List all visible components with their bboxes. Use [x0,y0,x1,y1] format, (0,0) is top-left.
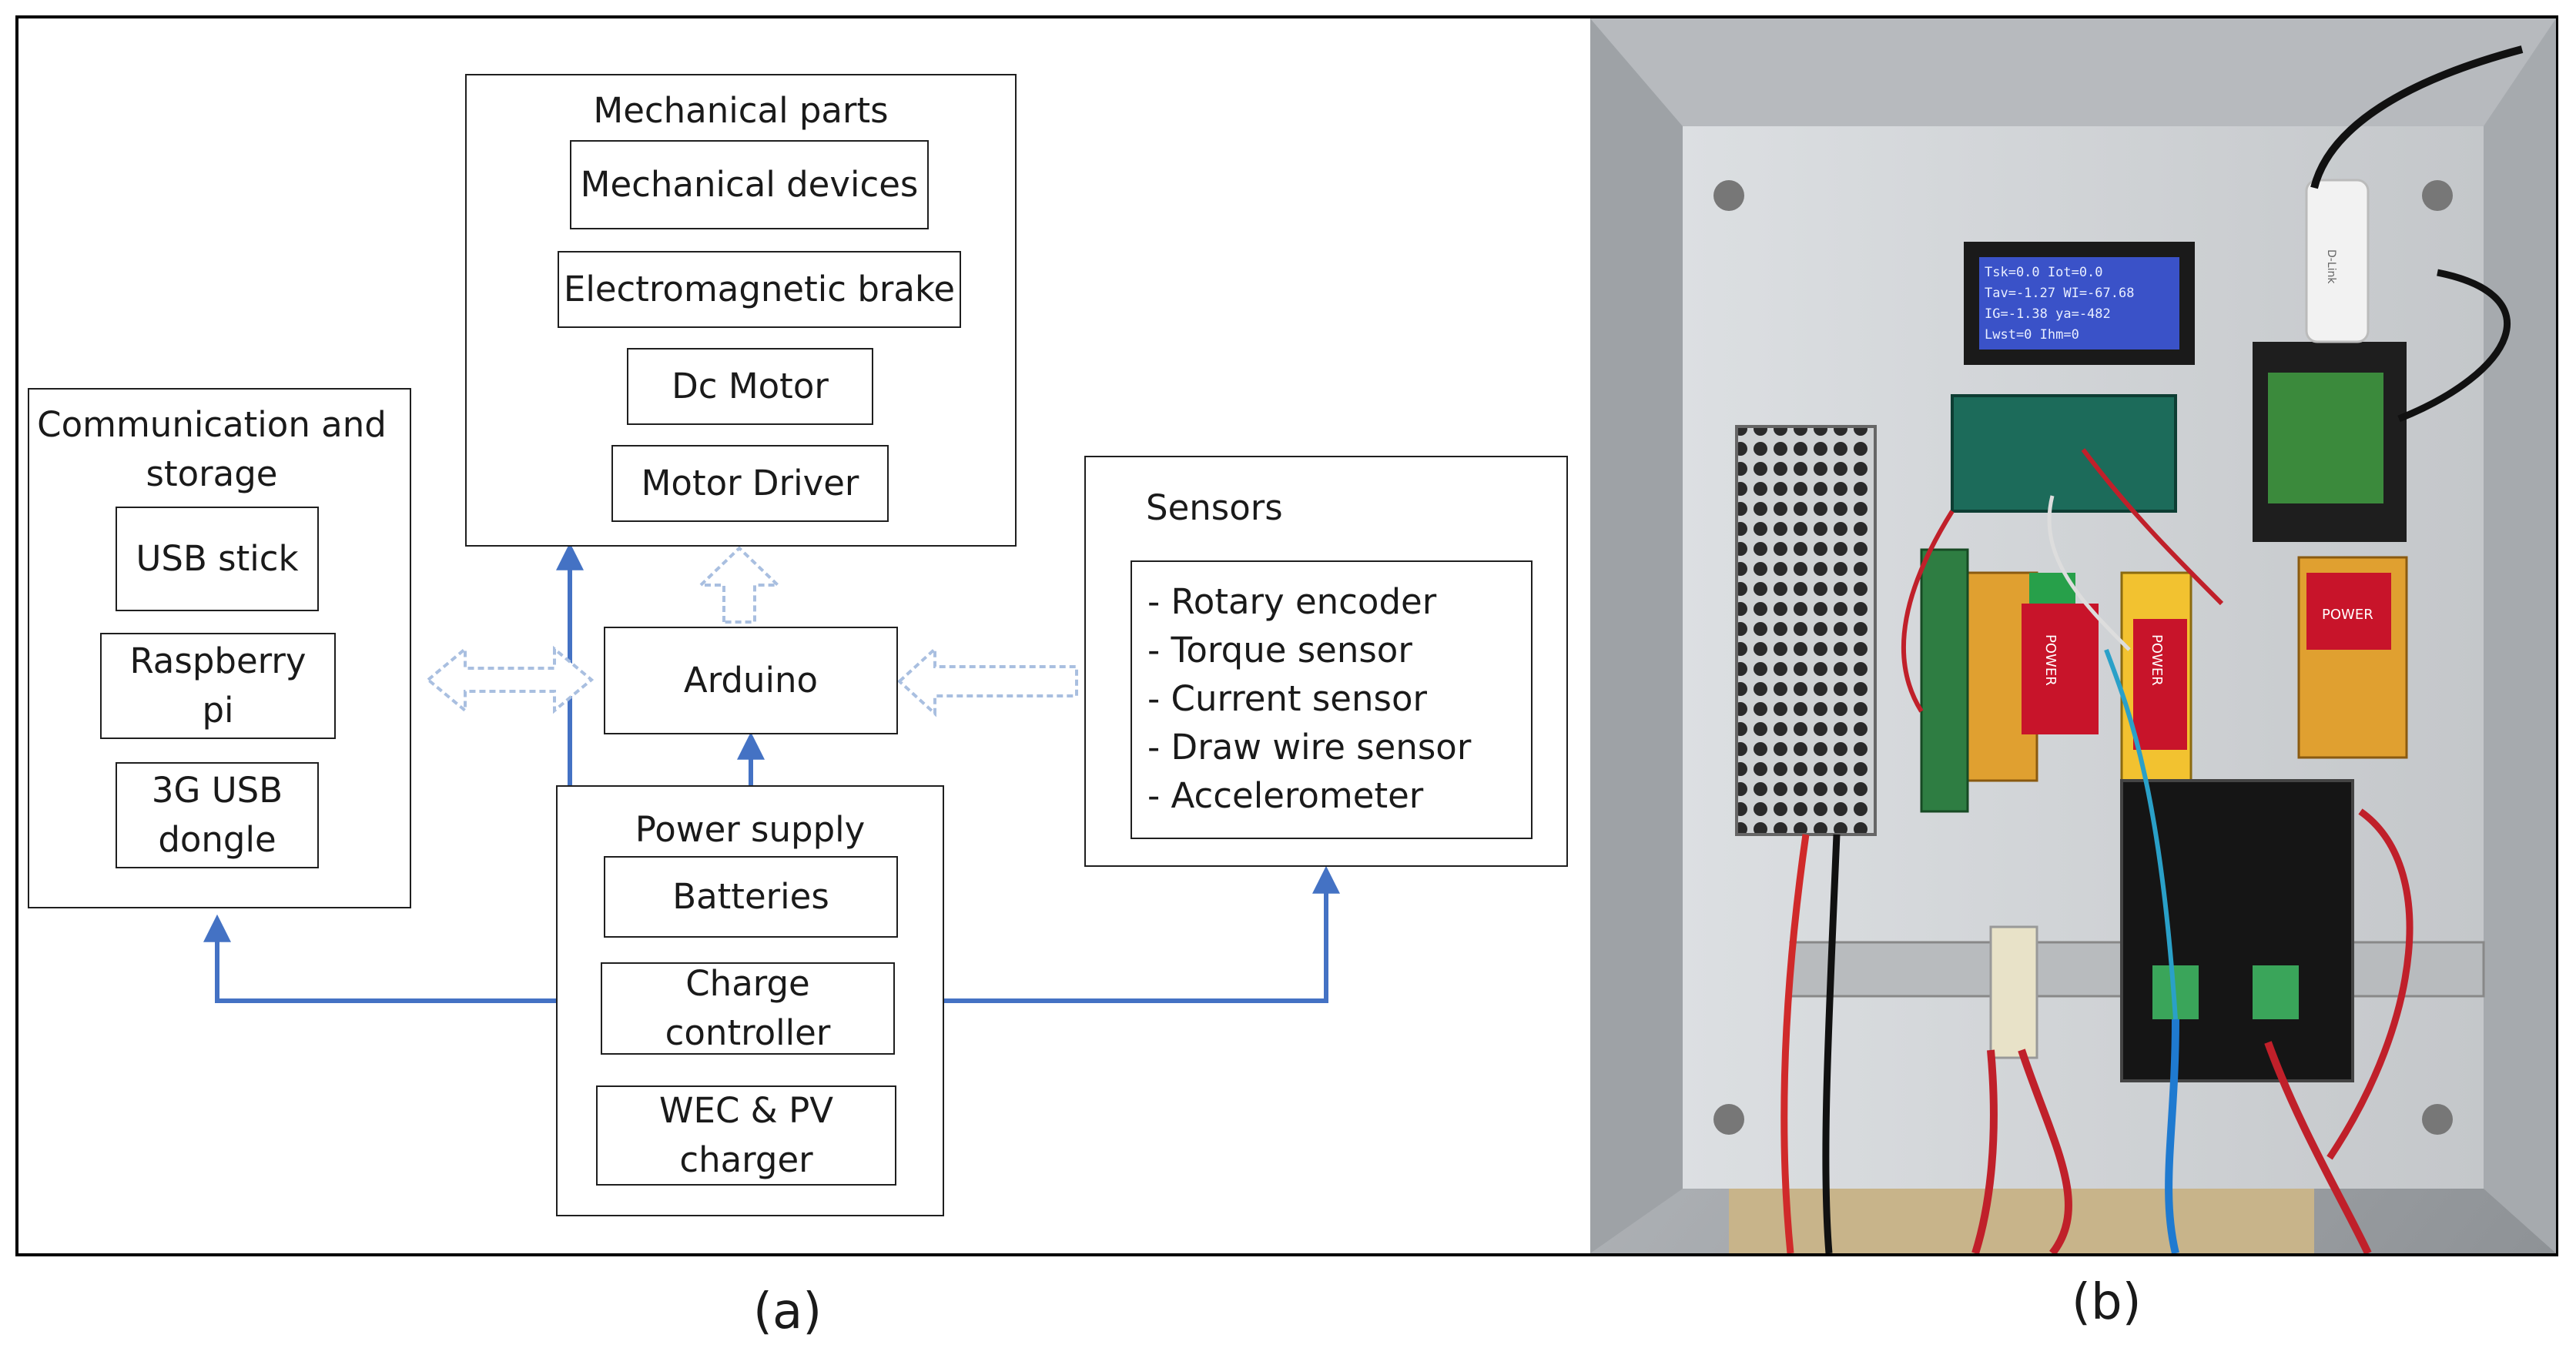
mechanical-devices-label: Mechanical devices [580,164,919,205]
mechanical-devices-box [570,140,929,229]
motor-driver-label: Motor Driver [641,463,859,503]
usb-dongle [2305,179,2370,343]
sensor-item-draw-wire: - Draw wire sensor [1147,727,1472,768]
electromagnetic-brake-label: Electromagnetic brake [563,269,956,309]
power-supply-title: Power supply [635,809,866,850]
electromagnetic-brake-box [558,251,961,328]
arrow-comm-arduino [425,645,595,714]
sensor-list: - Rotary encoder - Torque sensor - Curre… [1147,577,1471,820]
power-module-1-label: POWER [2042,634,2058,686]
arrow-power-to-communication [203,914,556,1003]
dc-motor-box [627,348,873,425]
motor-driver-box [611,445,889,522]
lcd-screen [1979,257,2179,350]
usb-stick-label: USB stick [136,538,299,579]
wec-pv-charger-label: WEC & PV charger [659,1090,833,1180]
batteries-box [604,856,898,938]
usb-dongle-box [116,762,319,868]
sensor-item-current: - Current sensor [1147,678,1427,719]
lcd-line-2: Tav=-1.27 WI=-67.68 [1985,286,2134,301]
enclosure-photo: Tsk=0.0 Iot=0.0 Tav=-1.27 WI=-67.68 IG=-… [1590,18,2556,1253]
usb-dongle-label: 3G USB dongle [151,770,283,860]
arduino-label: Arduino [683,660,819,701]
arrow-power-to-sensors [943,865,1340,1003]
sensors-title: Sensors [1146,487,1283,528]
caption-b: (b) [2072,1274,2142,1331]
psu-unit [1735,425,1877,836]
power-module-3 [2306,573,2391,650]
power-module-2-label: POWER [2149,634,2165,686]
communication-title: Communication and storage [37,404,387,494]
mechanical-title: Mechanical parts [593,90,889,131]
power-module-3-label: POWER [2322,607,2373,623]
raspberry-pi-box [100,633,336,739]
lcd-line-1: Tsk=0.0 Iot=0.0 [1985,265,2103,280]
arduino-board [1951,394,2177,513]
sensor-item-rotary-encoder: - Rotary encoder [1147,581,1437,622]
sensor-list-box [1131,560,1533,839]
sensor-item-torque: - Torque sensor [1147,630,1412,671]
charge-controller-box [601,962,895,1055]
usb-stick-box [116,507,319,611]
batteries-label: Batteries [672,876,829,917]
power-module-2 [2133,619,2187,750]
motor-driver-board [2120,779,2354,1082]
dc-motor-label: Dc Motor [672,366,829,406]
arrow-sensors-to-arduino [897,645,1078,717]
arrow-arduino-to-mechanical [697,546,782,624]
dlink-label: D-Link [2325,249,2337,284]
wec-pv-charger-box [596,1085,896,1186]
lcd-line-4: Lwst=0 Ihm=0 [1985,327,2079,343]
charge-controller-label: Charge controller [665,963,831,1053]
raspberry-pi-label: Raspberry pi [129,641,307,731]
lcd-line-3: IG=-1.38 ya=-482 [1985,306,2111,322]
sensor-item-accelerometer: - Accelerometer [1147,775,1424,816]
power-module-1 [2022,604,2099,734]
enclosure-illustration: Tsk=0.0 Iot=0.0 Tav=-1.27 WI=-67.68 IG=-… [1590,18,2556,1253]
caption-a: (a) [753,1283,822,1340]
arduino-box [604,627,898,734]
